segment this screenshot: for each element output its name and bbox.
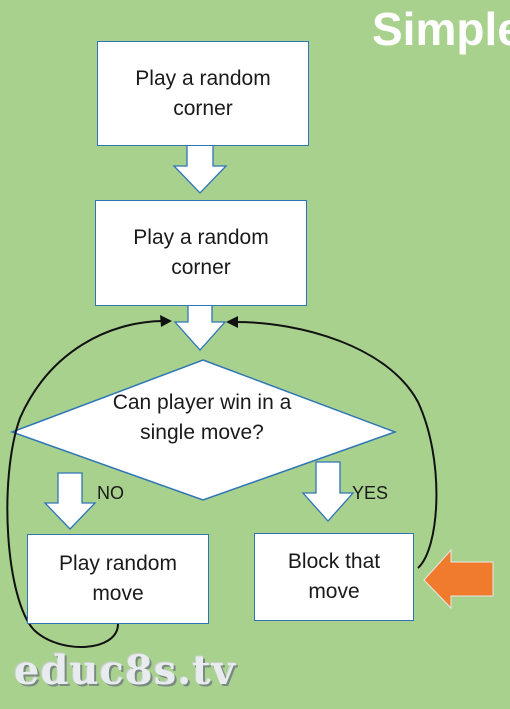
down-arrow-1 <box>172 137 228 194</box>
step-box-2: Play a random corner <box>95 200 307 306</box>
no-action-box: Play random move <box>27 534 209 624</box>
step-1-text: Play a random corner <box>135 66 271 120</box>
loop-arrowhead-left <box>160 315 172 327</box>
loop-arrow-left <box>6 320 163 648</box>
step-box-1: Play a random corner <box>97 41 309 146</box>
slide-title: Simple <box>372 3 510 55</box>
step-2-text: Play a random corner <box>133 226 269 279</box>
loop-arrow-right <box>235 321 438 569</box>
no-action-text: Play random move <box>59 552 177 605</box>
yes-action-box: Block that move <box>254 533 414 621</box>
yes-action-text: Block that move <box>287 550 381 603</box>
yes-label: YES <box>352 483 389 503</box>
no-label: NO <box>97 483 124 503</box>
orange-pointer-arrow <box>423 548 494 610</box>
no-arrow <box>43 472 97 530</box>
watermark-logo: educ8s.tv <box>14 647 236 694</box>
loop-arrowhead-right <box>226 316 238 328</box>
decision-diamond <box>9 359 398 501</box>
yes-arrow <box>301 461 355 522</box>
decision-text: Can player win in a single move? <box>112 391 292 444</box>
